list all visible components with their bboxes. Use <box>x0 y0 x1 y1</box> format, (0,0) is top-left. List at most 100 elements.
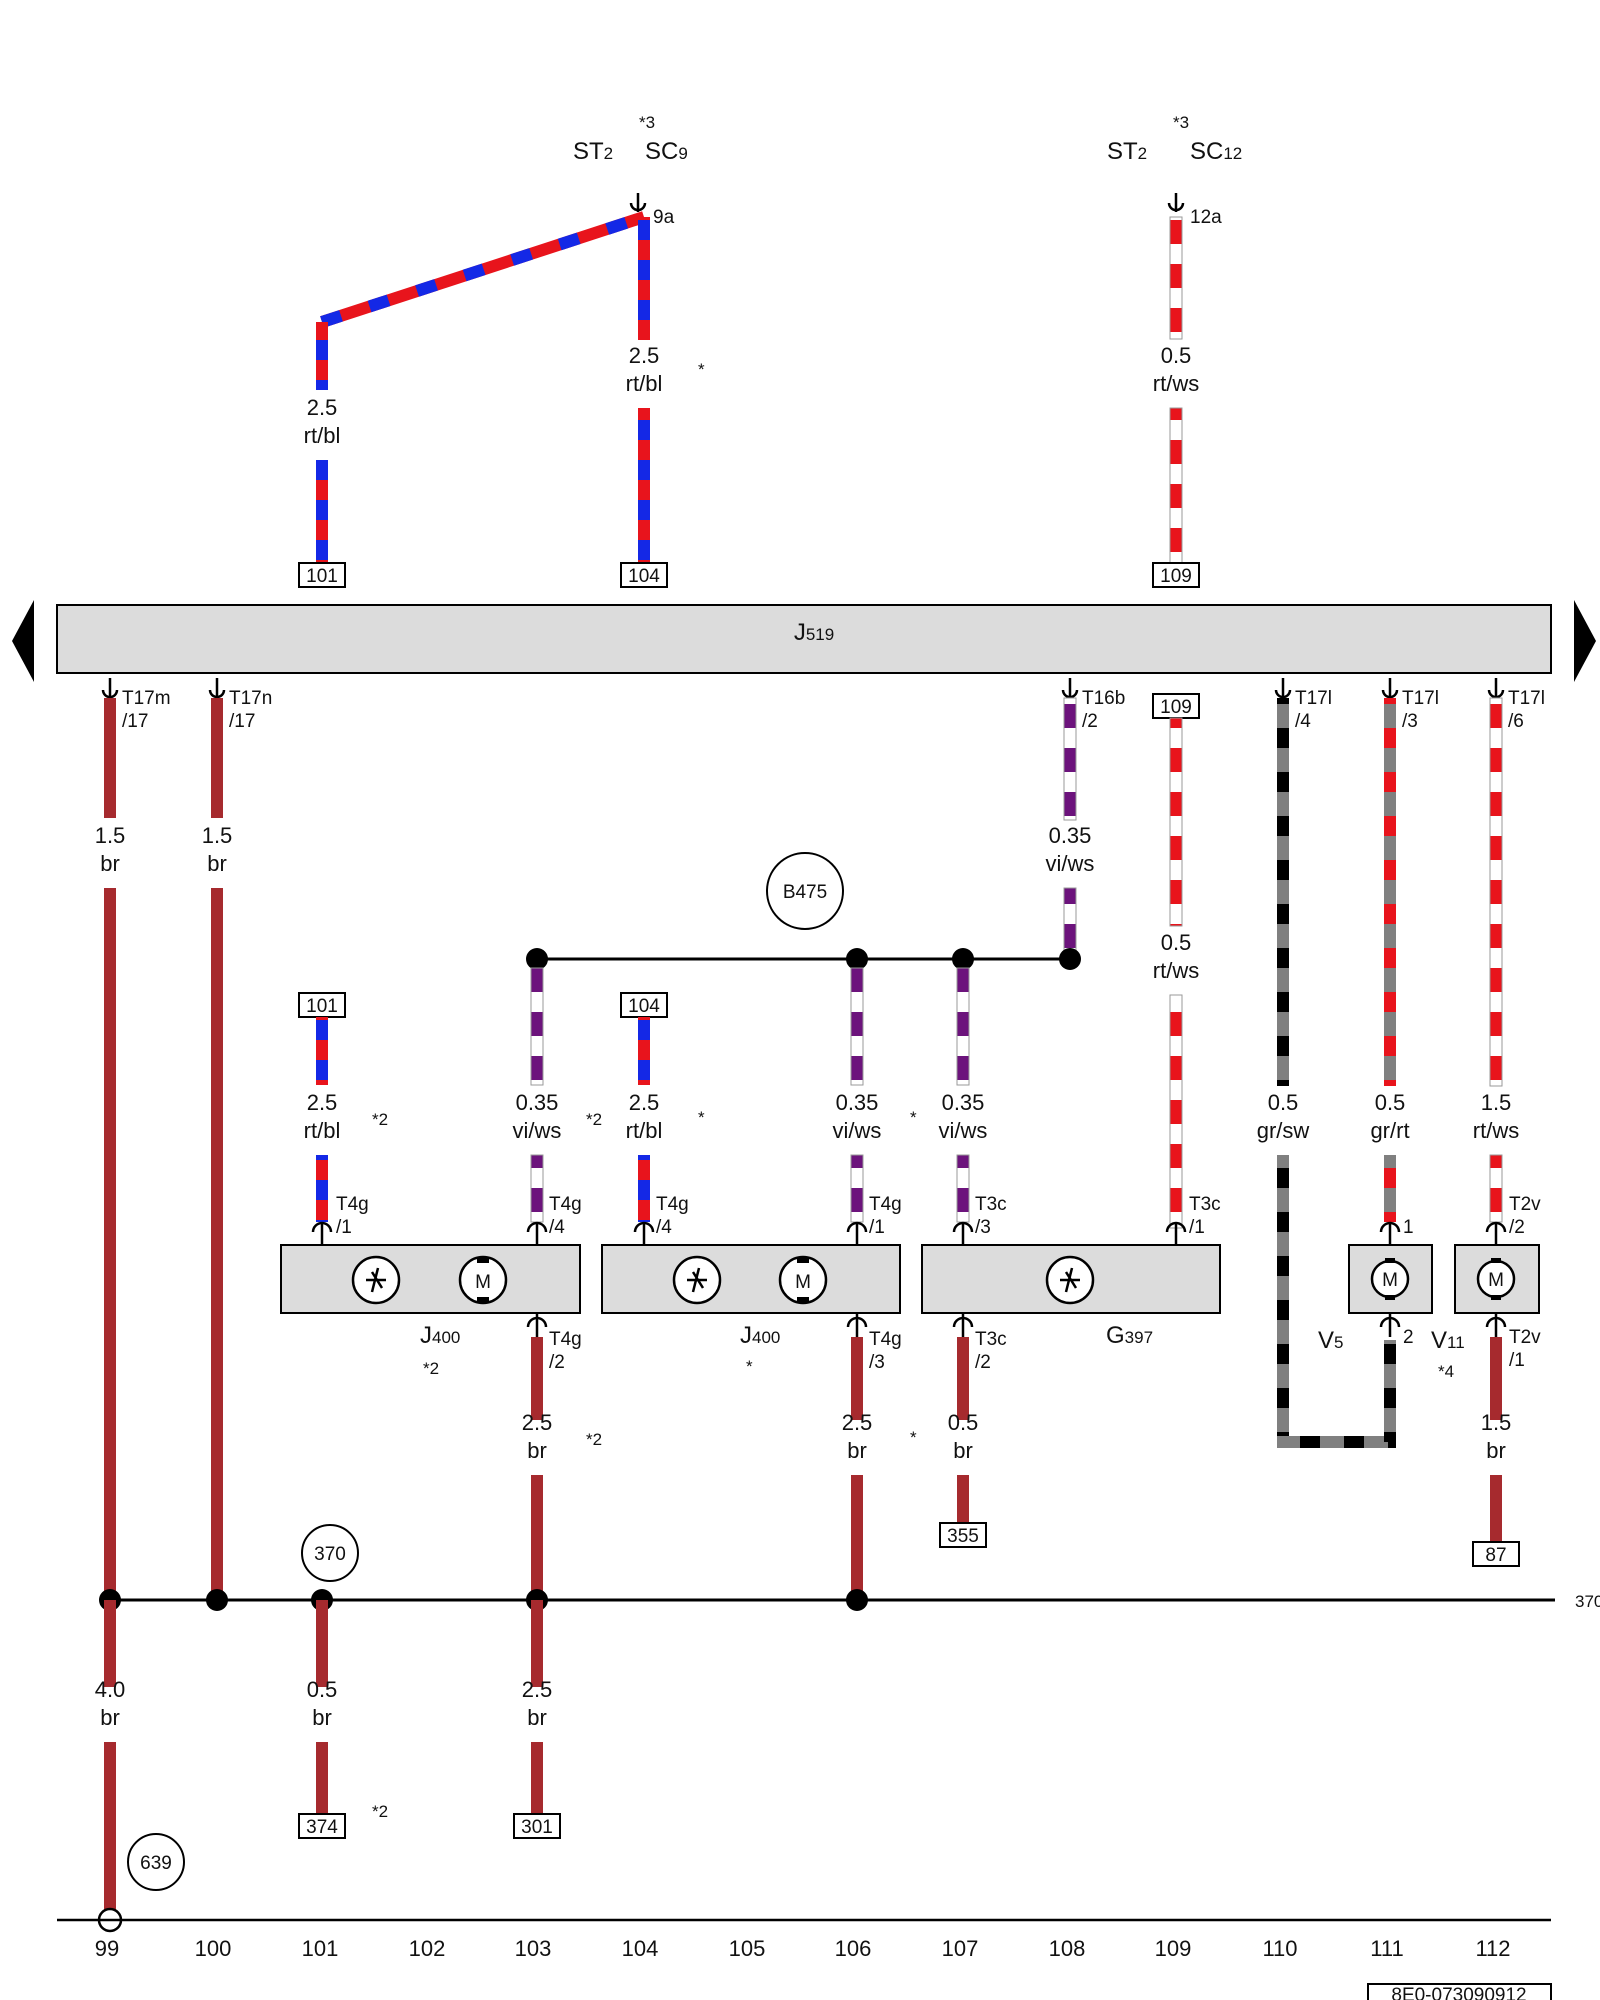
wire-101-top-b <box>316 460 328 563</box>
wire-106-lower <box>850 1154 864 1223</box>
wire-109-lower <box>1169 994 1183 1229</box>
wire-gauge: 2.5 <box>629 1090 660 1115</box>
wire-color: br <box>100 851 120 876</box>
note-label: * <box>746 1357 753 1376</box>
pin-label: T3c <box>975 1194 1007 1215</box>
wire-color: rt/ws <box>1153 958 1199 983</box>
pin-sub-label: /2 <box>549 1352 565 1373</box>
wire-100-upper <box>211 698 223 818</box>
wire-gauge: 0.35 <box>1049 823 1092 848</box>
wire-108-upper <box>1063 697 1077 821</box>
pin-label: T3c <box>1189 1194 1221 1215</box>
wire-gauge: 4.0 <box>95 1677 126 1702</box>
pin-sub-label: /2 <box>1082 711 1098 732</box>
wire-111-return <box>1384 1340 1396 1442</box>
sensor-icon-glyph <box>1060 1267 1080 1293</box>
wire-color: gr/sw <box>1257 1118 1310 1143</box>
motor-glyph: M <box>1488 1270 1504 1291</box>
column-number: 108 <box>1049 1936 1086 1961</box>
pin-label: T4g <box>336 1194 369 1215</box>
wire-109-mid <box>1169 717 1183 927</box>
wire-101-ground-upper <box>316 1600 328 1687</box>
wire-101-diagonal-stripe <box>320 211 646 328</box>
wire-112-lower <box>1489 1154 1503 1223</box>
pin-label: 1 <box>1403 1217 1414 1238</box>
sensor-icon-glyph <box>687 1267 707 1293</box>
pin-label: T17m <box>122 688 171 709</box>
pin-sub-label: /2 <box>1509 1217 1525 1238</box>
wire-color: br <box>1486 1438 1506 1463</box>
wire-color: br <box>527 1705 547 1730</box>
note-label: * <box>910 1108 917 1127</box>
fuse-label: SC12 <box>1190 138 1242 165</box>
component-bottom-connectors <box>526 1313 1507 1337</box>
column-number: 107 <box>942 1936 979 1961</box>
top-section: *3 ST2 SC9 9a 2.5 rt/bl 101 2.5 rt/bl * … <box>298 113 1242 588</box>
wire-gauge: 2.5 <box>307 1090 338 1115</box>
motor-brush <box>797 1297 809 1303</box>
pin-label: T4g <box>869 1329 902 1350</box>
junction-dot <box>206 1589 228 1611</box>
pin-label: T3c <box>975 1329 1007 1350</box>
pin-sub-label: /1 <box>869 1217 885 1238</box>
note-label: * <box>698 360 705 379</box>
component-label: J400 <box>740 1322 780 1349</box>
component-label: J400 <box>420 1322 460 1349</box>
reference-number: 87 <box>1485 1545 1506 1566</box>
reference-number: 104 <box>628 996 660 1017</box>
wire-color: vi/ws <box>833 1118 882 1143</box>
pin-sub-label: /1 <box>336 1217 352 1238</box>
wire-101-top-a <box>316 322 328 390</box>
splice-circle <box>766 852 844 930</box>
wire-110-upper <box>1277 698 1289 1086</box>
column-number: 100 <box>195 1936 232 1961</box>
wire-gauge: 1.5 <box>202 823 233 848</box>
note-label: *2 <box>586 1430 602 1449</box>
column-number: 104 <box>622 1936 659 1961</box>
pin-label: T4g <box>869 1194 902 1215</box>
motor-brush <box>1491 1258 1501 1263</box>
motor-glyph: M <box>475 1272 491 1293</box>
junction-dot <box>1059 948 1081 970</box>
wire-109-top-b <box>1169 407 1183 564</box>
wire-gauge: 0.35 <box>942 1090 985 1115</box>
splice-label: B475 <box>783 882 827 903</box>
wire-gauge: 0.5 <box>307 1677 338 1702</box>
pin-sub-label: /3 <box>869 1352 885 1373</box>
reference-number: 301 <box>521 1817 553 1838</box>
wire-99-upper <box>104 698 116 818</box>
wire-gauge: 2.5 <box>522 1410 553 1435</box>
module-label: J519 <box>794 619 834 646</box>
motor-brush <box>477 1297 489 1303</box>
column-number: 106 <box>835 1936 872 1961</box>
note-label: *3 <box>639 113 655 132</box>
wire-107-mid <box>956 967 970 1086</box>
junction-dot <box>846 948 868 970</box>
note-label: *4 <box>1438 1362 1454 1381</box>
wire-104-mid <box>638 1017 650 1085</box>
wire-color: gr/rt <box>1370 1118 1409 1143</box>
column-number: 103 <box>515 1936 552 1961</box>
wire-color: br <box>953 1438 973 1463</box>
wire-99-ground-upper <box>104 1600 116 1687</box>
pin-sub-label: /4 <box>656 1217 672 1238</box>
continue-left-arrow <box>12 600 34 682</box>
continue-label: 370 <box>1575 1592 1600 1611</box>
column-number: 112 <box>1475 1936 1510 1961</box>
column-numbers: 99 100 101 102 103 104 105 106 107 108 1… <box>95 1936 1511 1961</box>
pin-sub-label: /17 <box>229 711 255 732</box>
column-number: 111 <box>1370 1936 1403 1961</box>
wire-103-mid <box>530 967 544 1086</box>
reference-number: 355 <box>947 1526 979 1547</box>
component-label: G397 <box>1106 1322 1153 1349</box>
reference-number: 109 <box>1160 697 1192 718</box>
reference-number: 104 <box>628 566 660 587</box>
column-number: 105 <box>729 1936 766 1961</box>
note-label: * <box>910 1428 917 1447</box>
note-label: * <box>698 1108 705 1127</box>
wire-gauge: 0.5 <box>1375 1090 1406 1115</box>
reference-box <box>1472 1541 1520 1567</box>
pin-label: 12a <box>1190 207 1222 228</box>
wire-103-bus-upper <box>531 1600 543 1687</box>
wire-112-ground-upper <box>1490 1337 1502 1420</box>
